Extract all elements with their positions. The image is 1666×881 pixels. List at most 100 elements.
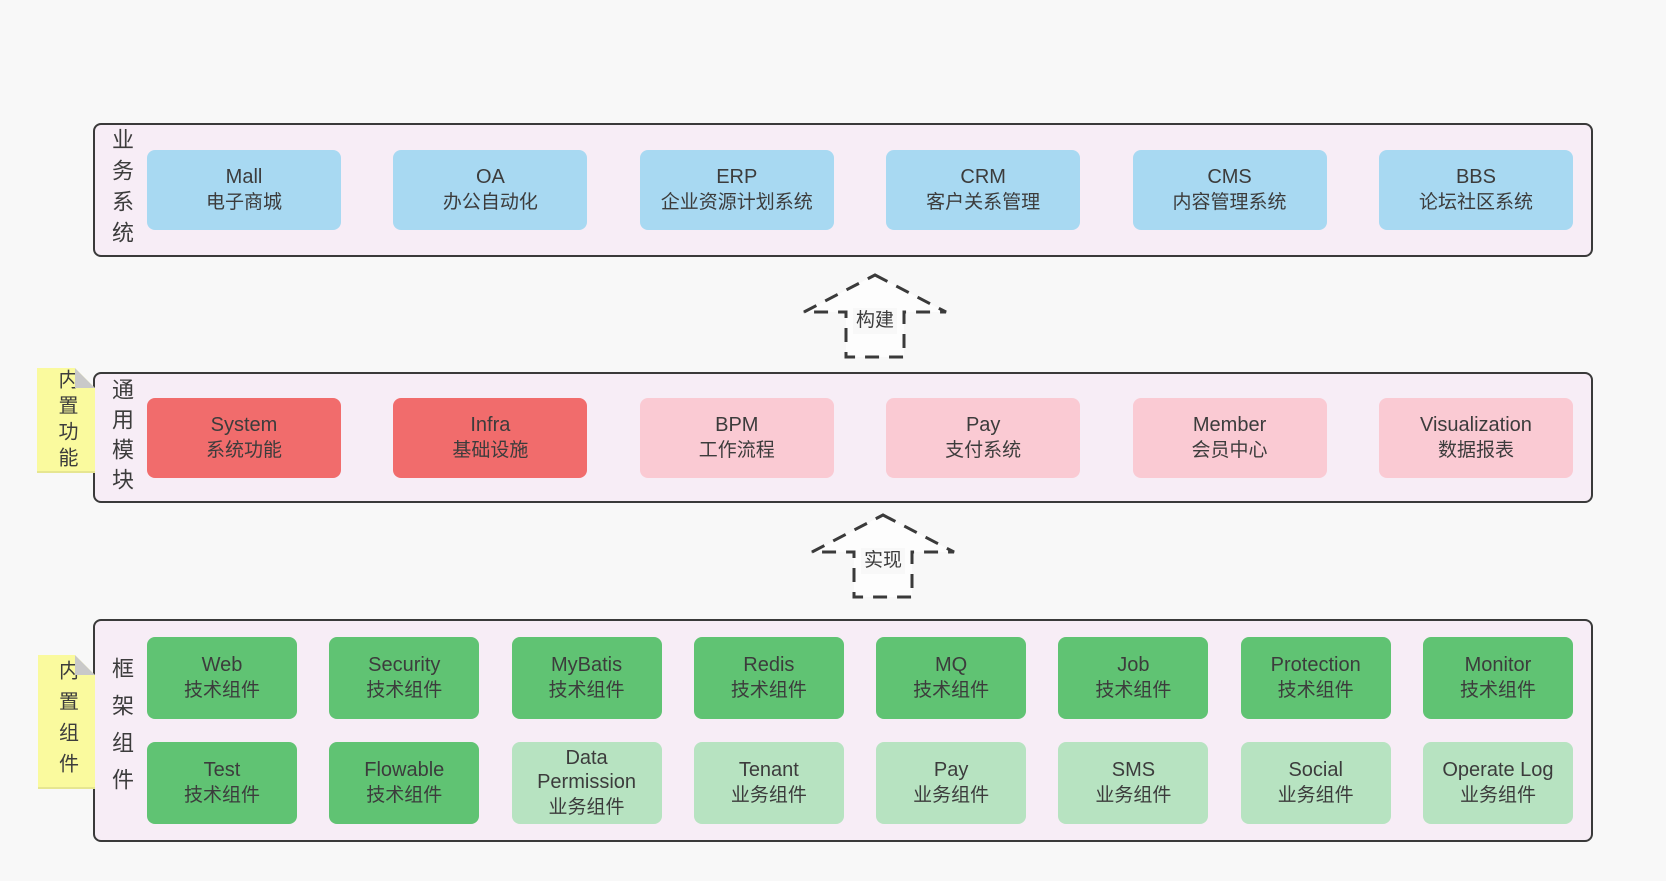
node-title: Monitor [1464, 654, 1532, 677]
node-title: Tenant [738, 759, 799, 782]
node-bpm: BPM 工作流程 [639, 397, 834, 478]
node-subtitle: 企业资源计划系统 [660, 192, 813, 214]
node-subtitle: 技术组件 [1459, 680, 1536, 702]
node-title: Security [368, 654, 441, 677]
node-title: Operate Log [1442, 759, 1554, 782]
node-title: OA [475, 166, 505, 189]
node-subtitle: 技术组件 [366, 680, 443, 702]
node-infra: Infra 基础设施 [393, 397, 588, 478]
node-subtitle: 客户关系管理 [926, 192, 1041, 214]
node-title: Pay [933, 759, 969, 782]
band-rows-common-modules: System 系统功能 Infra 基础设施 BPM 工作流程 Pay 支付系统 Member 会… [147, 374, 1591, 501]
node-pay: Pay 业务组件 [876, 742, 1027, 824]
node-subtitle: 技术组件 [183, 680, 260, 702]
node-title: Visualization [1419, 413, 1532, 436]
node-social: Social 业务组件 [1240, 742, 1391, 824]
box-row: Test 技术组件 Flowable 技术组件 Data Permission 业务组件 T… [147, 742, 1573, 824]
band-label-text: 通用模块 [109, 377, 134, 498]
node-oa: OA 办公自动化 [393, 150, 588, 230]
node-subtitle: 电子商城 [205, 192, 282, 214]
node-cms: CMS 内容管理系统 [1132, 150, 1327, 230]
node-subtitle: 支付系统 [945, 439, 1022, 461]
node-subtitle: 基础设施 [452, 439, 529, 461]
node-mq: MQ 技术组件 [876, 637, 1027, 719]
box-row: System 系统功能 Infra 基础设施 BPM 工作流程 Pay 支付系统 Member 会… [147, 397, 1573, 478]
node-title: CRM [960, 166, 1006, 189]
node-title: SMS [1111, 759, 1156, 782]
band-label-common-modules: 通用模块 [95, 374, 147, 501]
node-subtitle: 业务组件 [730, 785, 807, 807]
sticky-note-builtin-features: 内置功能 [37, 368, 95, 473]
node-title: Flowable [364, 759, 445, 782]
arrow-build-label: 构建 [852, 308, 898, 334]
band-label-text: 业务系统 [109, 128, 134, 252]
node-subtitle: 技术组件 [366, 785, 443, 807]
node-subtitle: 技术组件 [730, 680, 807, 702]
node-sms: SMS 业务组件 [1058, 742, 1209, 824]
node-job: Job 技术组件 [1058, 637, 1209, 719]
node-visualization: Visualization 数据报表 [1378, 397, 1573, 478]
band-label-business-systems: 业务系统 [95, 125, 147, 255]
node-title: System [210, 413, 278, 436]
node-subtitle: 技术组件 [183, 785, 260, 807]
node-title: Social [1288, 759, 1343, 782]
node-subtitle: 业务组件 [1459, 785, 1536, 807]
node-subtitle: 业务组件 [1095, 785, 1172, 807]
arrow-implement-label: 实现 [860, 548, 906, 574]
node-title: Data Permission [537, 747, 637, 794]
node-mall: Mall 电子商城 [147, 150, 341, 230]
node-title: BPM [715, 413, 759, 436]
folded-corner-icon [75, 655, 95, 675]
box-row: Mall 电子商城 OA 办公自动化 ERP 企业资源计划系统 CRM 客户关系管理 CMS 内容… [147, 150, 1573, 230]
node-title: Member [1192, 413, 1267, 436]
node-subtitle: 业务组件 [548, 797, 625, 819]
node-subtitle: 业务组件 [913, 785, 990, 807]
node-subtitle: 数据报表 [1437, 439, 1514, 461]
arrow-up-implement: 实现 [808, 512, 958, 600]
node-title: BBS [1455, 166, 1496, 189]
node-subtitle: 会员中心 [1191, 439, 1268, 461]
sticky-note-text: 内置组件 [55, 660, 78, 784]
node-monitor: Monitor 技术组件 [1422, 637, 1573, 719]
node-title: CMS [1207, 166, 1252, 189]
node-subtitle: 技术组件 [548, 680, 625, 702]
band-rows-business-systems: Mall 电子商城 OA 办公自动化 ERP 企业资源计划系统 CRM 客户关系管理 CMS 内容… [147, 125, 1591, 255]
node-title: ERP [716, 166, 758, 189]
sticky-note-builtin-components: 内置组件 [38, 655, 95, 789]
node-erp: ERP 企业资源计划系统 [639, 150, 834, 230]
node-subtitle: 工作流程 [698, 439, 775, 461]
node-title: MQ [935, 654, 968, 677]
sticky-note-text: 内置功能 [55, 368, 77, 473]
node-subtitle: 论坛社区系统 [1418, 192, 1533, 214]
node-title: Infra [470, 413, 511, 436]
node-title: Web [201, 654, 243, 677]
node-subtitle: 系统功能 [205, 439, 282, 461]
node-member: Member 会员中心 [1132, 397, 1327, 478]
node-title: Job [1117, 654, 1150, 677]
arrow-up-build: 构建 [800, 272, 950, 360]
node-system: System 系统功能 [147, 397, 341, 478]
node-security: Security 技术组件 [329, 637, 480, 719]
node-subtitle: 技术组件 [1095, 680, 1172, 702]
node-title: Pay [965, 413, 1001, 436]
folded-corner-icon [75, 368, 95, 388]
node-test: Test 技术组件 [147, 742, 297, 824]
node-data-permission: Data Permission 业务组件 [511, 742, 662, 824]
band-label-framework-components: 框架组件 [95, 621, 147, 840]
band-common-modules: 通用模块 System 系统功能 Infra 基础设施 BPM 工作流程 Pay 支付系统 Me… [93, 372, 1593, 503]
node-title: Test [203, 759, 241, 782]
node-title: Mall [225, 166, 263, 189]
node-subtitle: 内容管理系统 [1172, 192, 1287, 214]
node-subtitle: 技术组件 [913, 680, 990, 702]
node-operate-log: Operate Log 业务组件 [1422, 742, 1573, 824]
node-subtitle: 办公自动化 [442, 192, 538, 214]
node-subtitle: 业务组件 [1277, 785, 1354, 807]
node-crm: CRM 客户关系管理 [886, 150, 1081, 230]
node-title: Protection [1270, 654, 1361, 677]
